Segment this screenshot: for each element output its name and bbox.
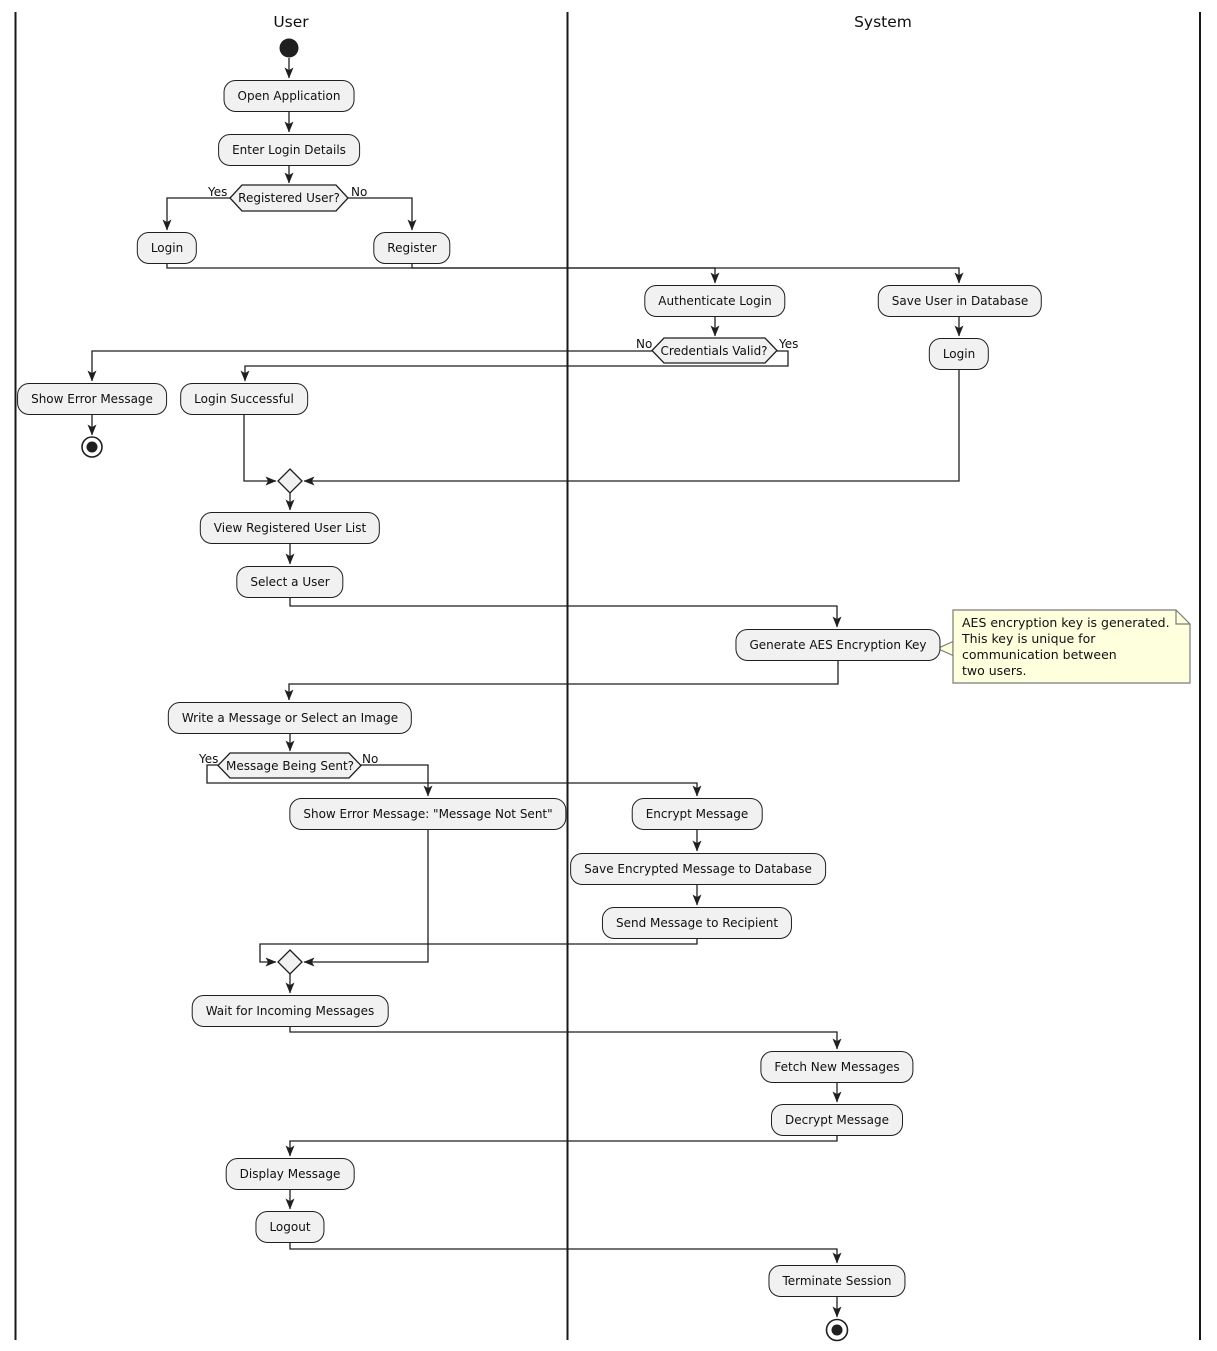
activity-login-system: Login — [928, 338, 990, 370]
activity-wait-for-incoming-messages: Wait for Incoming Messages — [191, 995, 389, 1027]
note-aes-key: AES encryption key is generated. This ke… — [962, 615, 1184, 679]
edge-label-registered-no: No — [351, 185, 368, 199]
flow-edges — [87, 58, 964, 1318]
merge-diamond-message — [277, 949, 303, 975]
activity-logout: Logout — [255, 1211, 325, 1243]
edge-label-message-yes: Yes — [199, 752, 219, 766]
swimlane-borders — [14, 12, 1201, 1340]
decision-credentials-valid-shape — [651, 337, 778, 364]
activity-show-error-message: Show Error Message — [17, 383, 167, 415]
activity-decrypt-message: Decrypt Message — [771, 1104, 903, 1136]
activity-open-application: Open Application — [223, 80, 355, 112]
edge-label-credentials-no: No — [636, 337, 653, 351]
activity-generate-aes-encryption-key: Generate AES Encryption Key — [735, 629, 941, 661]
activity-login-user: Login — [136, 232, 198, 264]
note-line: two users. — [962, 663, 1027, 678]
decision-credentials-valid-label: Credentials Valid? — [660, 344, 768, 358]
activity-fetch-new-messages: Fetch New Messages — [760, 1051, 914, 1083]
merge-diamond-login — [277, 468, 303, 494]
decision-registered-user-label: Registered User? — [238, 191, 340, 205]
edge-label-registered-yes: Yes — [208, 185, 228, 199]
activity-encrypt-message: Encrypt Message — [631, 798, 763, 830]
edge-label-message-no: No — [362, 752, 379, 766]
lane-title-system: System — [854, 13, 912, 31]
activity-view-registered-user-list: View Registered User List — [199, 512, 381, 544]
activity-send-message-to-recipient: Send Message to Recipient — [601, 907, 793, 939]
note-line: AES encryption key is generated. — [962, 615, 1170, 630]
activity-save-user-in-database: Save User in Database — [877, 285, 1043, 317]
note-line: communication between — [962, 647, 1117, 662]
activity-show-error-message-not-sent: Show Error Message: "Message Not Sent" — [289, 798, 567, 830]
start-node — [279, 38, 299, 58]
activity-enter-login-details: Enter Login Details — [218, 134, 360, 166]
edge-label-credentials-yes: Yes — [779, 337, 799, 351]
note-shape — [936, 609, 1191, 684]
activity-terminate-session: Terminate Session — [768, 1265, 906, 1297]
activity-register: Register — [373, 232, 451, 264]
decision-registered-user-shape — [229, 184, 349, 212]
activity-select-a-user: Select a User — [236, 566, 344, 598]
activity-display-message: Display Message — [225, 1158, 355, 1190]
activity-login-successful: Login Successful — [180, 383, 308, 415]
end-node-session — [825, 1318, 849, 1342]
decision-message-being-sent-label: Message Being Sent? — [225, 759, 355, 773]
note-line: This key is unique for — [962, 631, 1096, 646]
activity-authenticate-login: Authenticate Login — [644, 285, 786, 317]
decision-message-being-sent-shape — [217, 752, 362, 779]
end-node-error — [81, 436, 103, 458]
activity-write-message-or-select-image: Write a Message or Select an Image — [167, 702, 413, 734]
activity-save-encrypted-message: Save Encrypted Message to Database — [570, 853, 826, 885]
lane-title-user: User — [273, 13, 309, 31]
